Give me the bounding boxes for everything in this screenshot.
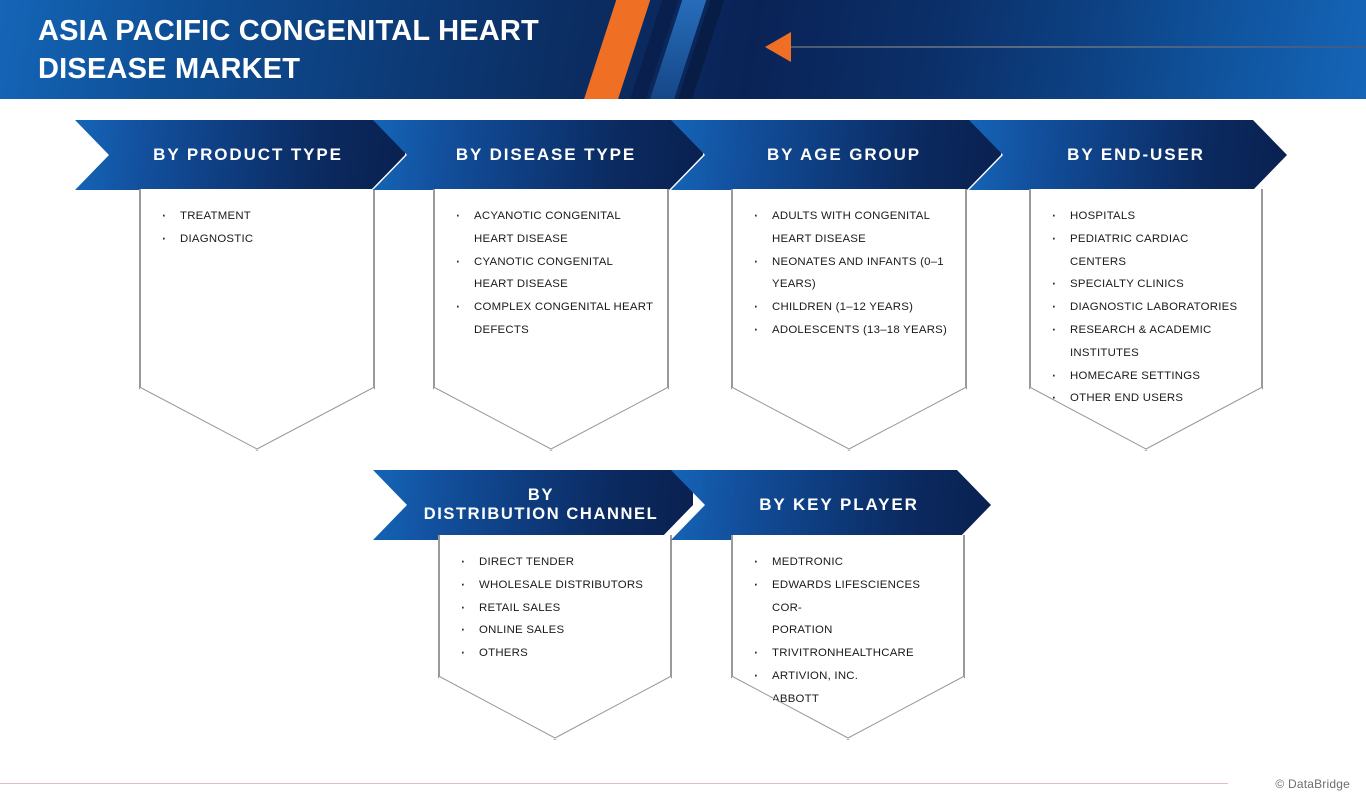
list-item: HOSPITALS (1048, 205, 1248, 228)
list-item: ADULTS WITH CONGENITAL HEART DISEASE (750, 205, 952, 251)
list-item: OTHER END USERS (1048, 387, 1248, 410)
segment-title-end-user: BY END-USER (1067, 144, 1205, 164)
list-item: DIAGNOSTIC LABORATORIES (1048, 296, 1248, 319)
header-rule (790, 46, 1366, 48)
footer-divider (0, 783, 1366, 784)
segment-banner-end-user[interactable]: BY END-USER (969, 120, 1287, 190)
segment-card-distribution-channel: DIRECT TENDERWHOLESALE DISTRIBUTORSRETAI… (438, 535, 672, 740)
page-header: Asia Pacific Congenital Heart Disease Ma… (0, 0, 1366, 99)
segment-list-disease-type: ACYANOTIC CONGENITAL HEART DISEASECYANOT… (434, 189, 668, 342)
list-item: CYANOTIC CONGENITAL HEART DISEASE (452, 251, 654, 297)
segment-list-key-player: MEDTRONICEDWARDS LIFESCIENCES COR-PORATI… (732, 535, 964, 711)
list-item: OTHERS (457, 642, 657, 665)
segment-list-distribution-channel: DIRECT TENDERWHOLESALE DISTRIBUTORSRETAI… (439, 535, 671, 665)
segment-banner-key-player[interactable]: BY KEY PLAYER (671, 470, 991, 540)
segment-title-key-player: BY KEY PLAYER (759, 494, 919, 514)
list-item: EDWARDS LIFESCIENCES COR-PORATION (750, 574, 950, 642)
list-item: RESEARCH & ACADEMIC INSTITUTES (1048, 319, 1248, 365)
list-item: NEONATES AND INFANTS (0–1 YEARS) (750, 251, 952, 297)
segment-banner-age-group[interactable]: BY AGE GROUP (671, 120, 1001, 190)
list-item: SPECIALTY CLINICS (1048, 273, 1248, 296)
list-item: TREATMENT (158, 205, 360, 228)
list-item: MEDTRONIC (750, 551, 950, 574)
segment-card-disease-type: ACYANOTIC CONGENITAL HEART DISEASECYANOT… (433, 189, 669, 451)
list-item: RETAIL SALES (457, 597, 657, 620)
segment-card-product-type: TREATMENTDIAGNOSTIC (139, 189, 375, 451)
list-item: DIRECT TENDER (457, 551, 657, 574)
left-arrow-icon (765, 32, 791, 62)
segment-list-end-user: HOSPITALSPEDIATRIC CARDIAC CENTERSSPECIA… (1030, 189, 1262, 410)
segment-card-age-group: ADULTS WITH CONGENITAL HEART DISEASENEON… (731, 189, 967, 451)
segment-card-end-user: HOSPITALSPEDIATRIC CARDIAC CENTERSSPECIA… (1029, 189, 1263, 451)
segment-card-key-player: MEDTRONICEDWARDS LIFESCIENCES COR-PORATI… (731, 535, 965, 740)
list-item: COMPLEX CONGENITAL HEART DEFECTS (452, 296, 654, 342)
list-item: ADOLESCENTS (13–18 YEARS) (750, 319, 952, 342)
segment-title-disease-type: BY DISEASE TYPE (455, 144, 637, 164)
segment-banner-disease-type[interactable]: BY DISEASE TYPE (373, 120, 703, 190)
list-item: ONLINE SALES (457, 619, 657, 642)
list-item: CHILDREN (1–12 YEARS) (750, 296, 952, 319)
segment-list-age-group: ADULTS WITH CONGENITAL HEART DISEASENEON… (732, 189, 966, 342)
segment-title-product-type: BY PRODUCT TYPE (153, 144, 343, 164)
list-item: TRIVITRONHEALTHCARE (750, 642, 950, 665)
page-title: Asia Pacific Congenital Heart Disease Ma… (38, 15, 539, 86)
list-item: ACYANOTIC CONGENITAL HEART DISEASE (452, 205, 654, 251)
list-item: ABBOTT (750, 688, 950, 711)
list-item: DIAGNOSTIC (158, 228, 360, 251)
segment-list-product-type: TREATMENTDIAGNOSTIC (140, 189, 374, 251)
list-item: ARTIVION, INC. (750, 665, 950, 688)
list-item: HOMECARE SETTINGS (1048, 365, 1248, 388)
segment-banner-product-type[interactable]: BY PRODUCT TYPE (75, 120, 405, 190)
list-item: WHOLESALE DISTRIBUTORS (457, 574, 657, 597)
footer-credit-backdrop (1228, 774, 1366, 796)
list-item: PEDIATRIC CARDIAC CENTERS (1048, 228, 1248, 274)
copyright-label: © DataBridge (1275, 777, 1350, 791)
segment-title-age-group: BY AGE GROUP (766, 144, 922, 164)
